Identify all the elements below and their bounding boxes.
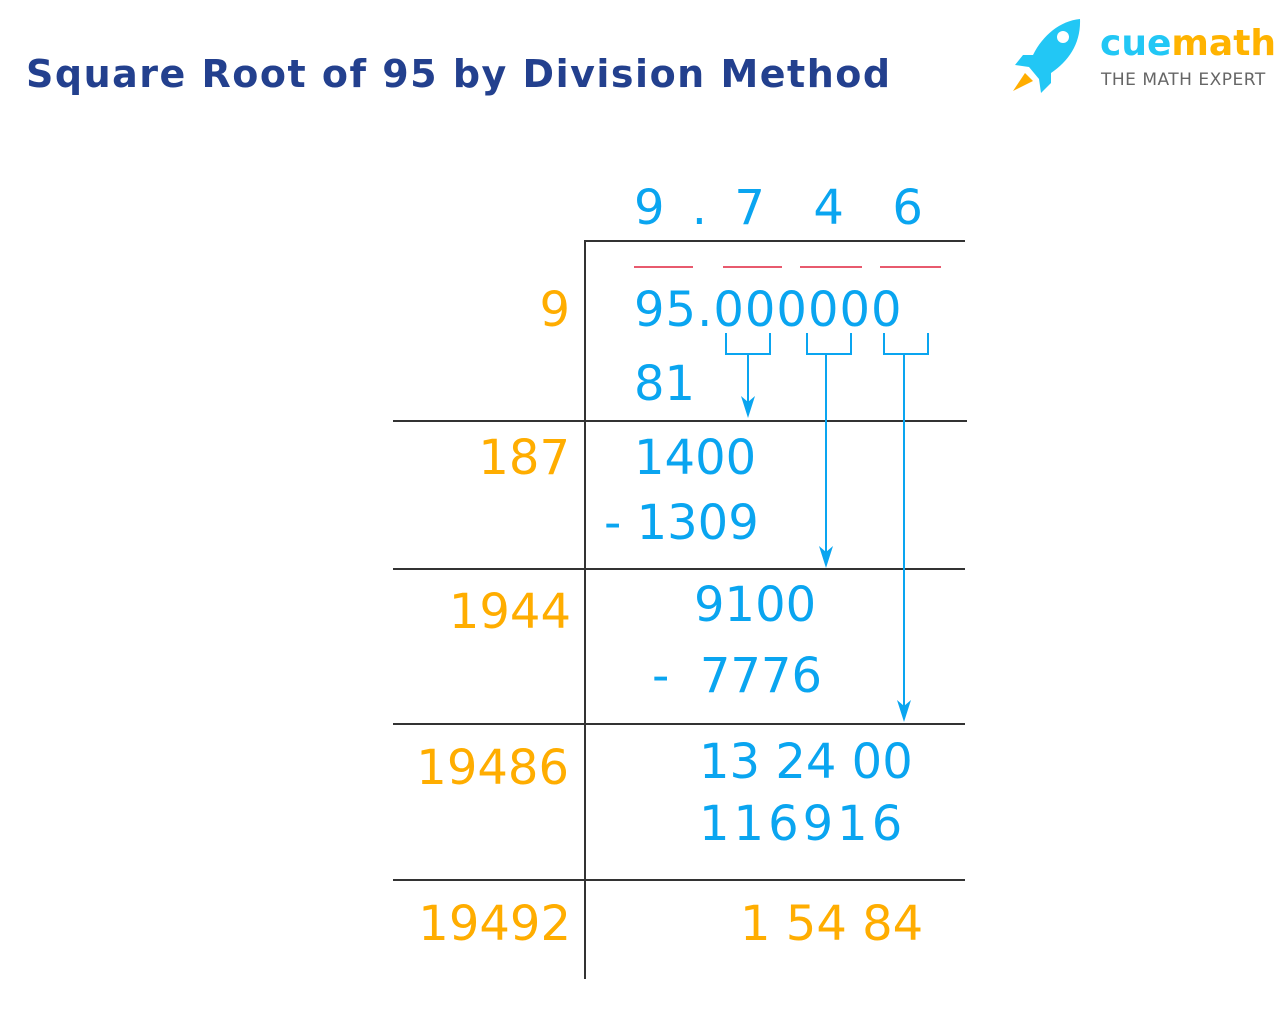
arrow-head — [819, 546, 833, 568]
step-value: - 1309 — [604, 495, 759, 551]
brand-tagline: THE MATH EXPERT — [1101, 70, 1266, 90]
divisor: 19492 — [418, 896, 571, 952]
remainder: 1 54 84 — [740, 896, 924, 952]
step-value: 1400 — [634, 430, 757, 486]
step-value: 13 24 00 — [699, 734, 913, 790]
arrow-head — [741, 396, 755, 418]
dividend: 95.000000 — [634, 282, 903, 338]
step-value: 9100 — [694, 577, 817, 633]
quotient-bar — [584, 240, 965, 242]
rocket-icon — [1005, 15, 1095, 99]
pair-bar — [880, 266, 941, 268]
pair-bracket — [883, 333, 929, 355]
brand-math: math — [1171, 23, 1277, 64]
row-divider — [393, 723, 965, 725]
divisor: 9 — [539, 282, 570, 338]
row-divider — [393, 879, 965, 881]
pair-bracket — [806, 333, 852, 355]
pair-bar — [634, 266, 693, 268]
vertical-divider — [584, 240, 586, 979]
pair-bar — [800, 266, 862, 268]
row-divider — [393, 420, 967, 422]
divisor: 187 — [478, 430, 570, 486]
step-value: 116916 — [699, 796, 907, 852]
divisor: 1944 — [448, 584, 571, 640]
row-divider — [393, 568, 965, 570]
pair-bar — [723, 266, 782, 268]
divisor: 19486 — [416, 740, 569, 796]
step-value: 81 — [634, 356, 696, 412]
quotient: 9 . 7 4 6 — [634, 180, 929, 236]
step-value: - 7776 — [652, 648, 822, 704]
brand-cue: cue — [1100, 23, 1172, 64]
brand-name: cuemath — [1100, 26, 1276, 62]
arrow-head — [897, 700, 911, 722]
page-title: Square Root of 95 by Division Method — [26, 52, 892, 96]
